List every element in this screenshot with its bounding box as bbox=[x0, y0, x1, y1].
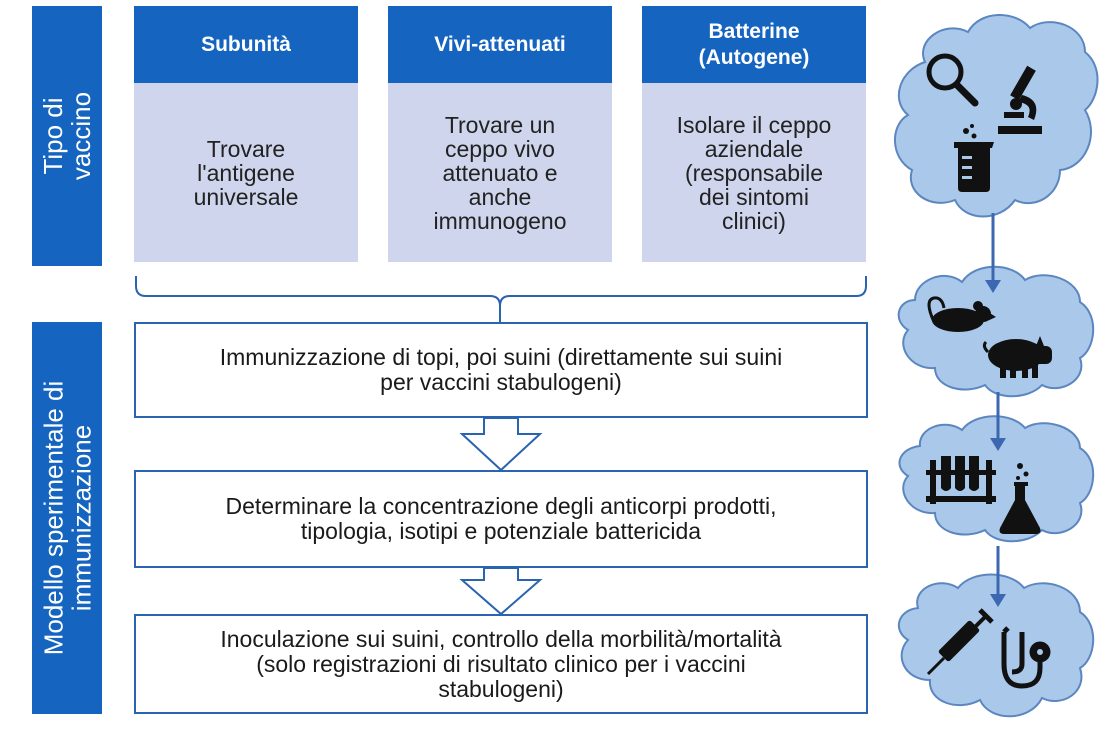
step-immunizzazione: Immunizzazione di topi, poi suini (diret… bbox=[134, 322, 868, 418]
step-determinare: Determinare la concentrazione degli anti… bbox=[134, 470, 868, 568]
cloud-arrow-3 bbox=[990, 546, 1006, 607]
column-header: Vivi-attenuati bbox=[388, 6, 612, 83]
microscope-icon bbox=[998, 65, 1042, 134]
cloud-arrow-1 bbox=[985, 213, 1001, 293]
label-modello-sperimentale: Modello sperimentale di immunizzazione bbox=[32, 322, 102, 714]
column-description: Trovare un ceppo vivo attenuato e anche … bbox=[388, 83, 612, 262]
beaker-icon bbox=[954, 124, 994, 192]
flask-icon bbox=[999, 463, 1041, 534]
down-arrow-2 bbox=[459, 567, 543, 616]
column-description: Trovare l'antigene universale bbox=[134, 83, 358, 262]
cloud-arrow-2 bbox=[990, 392, 1006, 451]
column-description: Isolare il ceppo aziendale (responsabile… bbox=[642, 83, 866, 262]
stethoscope-icon bbox=[1001, 626, 1051, 689]
column-vivi-attenuati: Vivi-attenuati Trovare un ceppo vivo att… bbox=[388, 6, 612, 262]
column-header: Batterine (Autogene) bbox=[642, 6, 866, 83]
magnifier-icon bbox=[926, 53, 979, 107]
label-tipo-di-vaccino: Tipo di vaccino bbox=[32, 6, 102, 266]
pig-icon bbox=[982, 336, 1052, 378]
column-header: Subunità bbox=[134, 6, 358, 83]
test-tubes-icon bbox=[926, 456, 996, 504]
column-subunita: Subunità Trovare l'antigene universale bbox=[134, 6, 358, 262]
down-arrow-1 bbox=[459, 417, 543, 472]
cloud-3 bbox=[898, 415, 1095, 543]
step-inoculazione: Inoculazione sui suini, controllo della … bbox=[134, 614, 868, 714]
syringe-icon bbox=[926, 608, 994, 676]
cloud-1 bbox=[894, 14, 1099, 218]
cloud-4 bbox=[897, 573, 1095, 718]
mouse-icon bbox=[927, 296, 996, 332]
column-batterine: Batterine (Autogene) Isolare il ceppo az… bbox=[642, 6, 866, 262]
brace bbox=[135, 276, 867, 322]
